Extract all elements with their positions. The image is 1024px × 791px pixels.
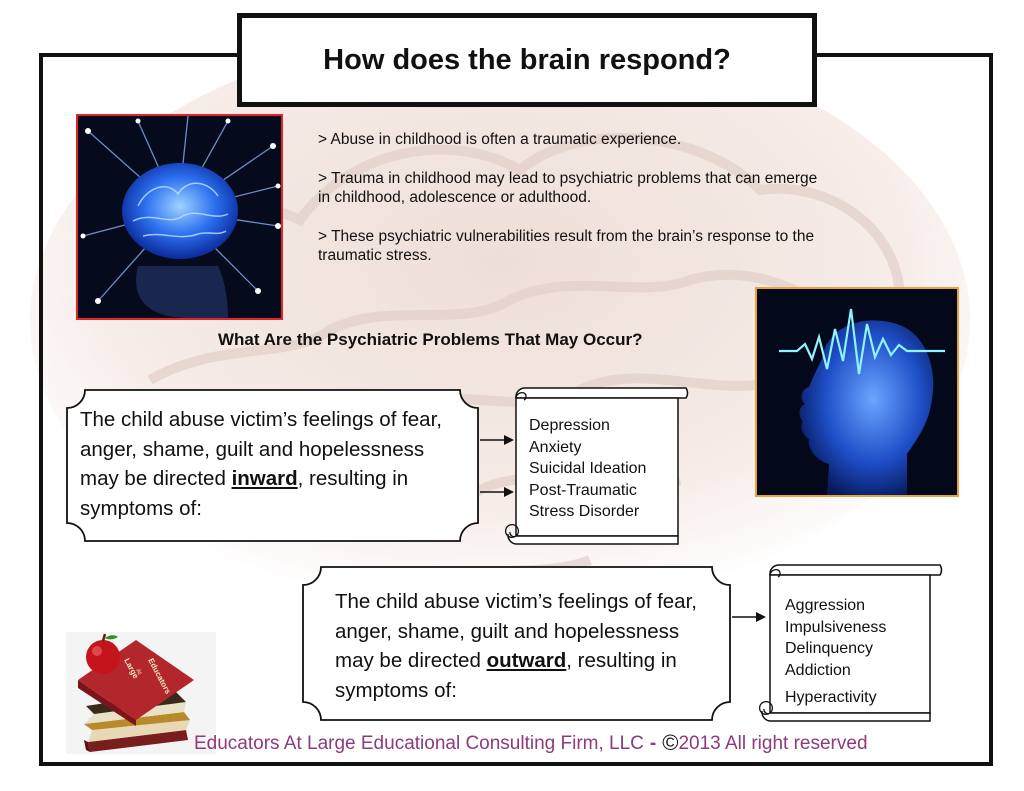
footer-dash: - [649, 733, 657, 754]
symptom-item: Delinquency [785, 640, 874, 657]
outward-arrow [732, 612, 766, 622]
outward-text-after: , resulting in symptoms of: [335, 649, 677, 702]
bullet-3: > These psychiatric vulnerabilities resu… [318, 228, 815, 264]
symptom-item: Post-Traumatic [529, 481, 637, 499]
symptom-item: Anxiety [529, 438, 582, 456]
head-brainwave-image [755, 287, 959, 497]
outward-symptoms-list: Aggression Impulsiveness Delinquency Add… [785, 595, 886, 709]
subheading: What Are the Psychiatric Problems That M… [218, 330, 643, 349]
bullet-1: > Abuse in childhood is often a traumati… [318, 131, 682, 148]
inward-text-after: , resulting in symptoms of: [80, 467, 409, 520]
outward-keyword: outward [486, 649, 567, 672]
page-title: How does the brain respond? [323, 43, 731, 76]
scroll-outline [504, 387, 689, 545]
inward-keyword: inward [231, 467, 298, 490]
intro-bullets: > Abuse in childhood is often a traumati… [318, 130, 818, 285]
inward-arrow-2 [480, 487, 514, 497]
title-box: How does the brain respond? [237, 13, 817, 107]
symptom-item: Depression [529, 417, 610, 434]
inward-arrow-1 [480, 435, 514, 445]
copyright-icon: © [662, 730, 679, 755]
brain-network-image [76, 114, 283, 320]
inward-plaque: The child abuse victim’s feelings of fea… [65, 388, 480, 543]
symptom-item: Addiction [785, 661, 851, 679]
plaque-outline [302, 566, 731, 721]
scroll-outline [758, 564, 943, 722]
bullet-2: > Trauma in childhood may lead to psychi… [318, 170, 818, 206]
symptom-item: Hyperactivity [785, 689, 877, 706]
footer-company: Educators At Large Educational Consultin… [194, 733, 644, 754]
outward-symptoms-scroll: Aggression Impulsiveness Delinquency Add… [750, 563, 950, 723]
inward-symptoms-scroll: Depression Anxiety Suicidal Ideation Pos… [496, 386, 698, 546]
svg-text:At: At [134, 668, 142, 676]
inward-text-before: The child abuse victim’s feelings of fea… [80, 408, 442, 490]
footer-rights: 2013 All right reserved [678, 733, 868, 754]
outward-text-before: The child abuse victim’s feelings of fea… [335, 590, 697, 672]
inward-text: The child abuse victim’s feelings of fea… [80, 405, 460, 523]
footer: Educators At Large Educational Consultin… [194, 730, 868, 756]
symptom-item: Suicidal Ideation [529, 460, 647, 477]
books-apple-logo: Educators At Large [66, 632, 216, 754]
symptom-item: Stress Disorder [529, 503, 640, 520]
symptom-item: Impulsiveness [785, 618, 887, 636]
outward-text: The child abuse victim’s feelings of fea… [335, 587, 715, 705]
inward-symptoms-list: Depression Anxiety Suicidal Ideation Pos… [529, 415, 646, 523]
plaque-outline [66, 389, 479, 542]
outward-plaque: The child abuse victim’s feelings of fea… [301, 565, 732, 722]
symptom-item: Aggression [785, 597, 866, 614]
